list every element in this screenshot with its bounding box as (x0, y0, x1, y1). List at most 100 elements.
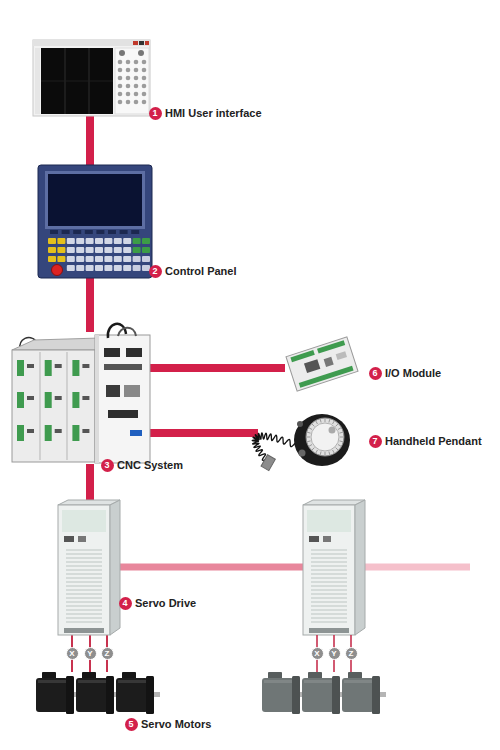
bus-connector (150, 429, 258, 437)
handwheel-ticks (307, 432, 310, 434)
bus-connector (86, 278, 94, 332)
callout-number: 5 (125, 718, 138, 731)
terminal-blocks (82, 364, 89, 368)
handwheel-ticks (309, 445, 312, 447)
servo-motor-art (76, 672, 120, 714)
keypad (48, 238, 56, 244)
cnc-system-art (67, 352, 68, 460)
component-node: HMI User interface (33, 40, 150, 116)
axis-marker: Y (84, 647, 97, 660)
hmi-key-grid (142, 68, 147, 73)
callout-number: 3 (101, 459, 114, 472)
hmi-key-grid (118, 60, 147, 105)
keypad (123, 247, 131, 253)
handwheel-ticks (309, 428, 312, 430)
hmi-key-grid (118, 92, 123, 97)
keypad (86, 265, 94, 271)
keypad (57, 256, 65, 262)
keypad (76, 238, 84, 244)
cnc-system-art (95, 335, 150, 463)
control-panel-art (38, 165, 152, 278)
terminal-blocks (82, 429, 89, 433)
handwheel-ticks (339, 432, 342, 434)
softkey-row (120, 230, 128, 234)
keypad (133, 238, 141, 244)
keypad (104, 238, 112, 244)
hmi-screenshot (133, 41, 138, 45)
callout-number: 2 (149, 265, 162, 278)
hmi-key-grid (118, 100, 123, 105)
servo-motor-art (36, 672, 80, 714)
coiled-cable (252, 433, 298, 462)
hmi-key-grid (142, 100, 147, 105)
hmi-key-grid (126, 84, 131, 89)
io-module-art (304, 359, 320, 373)
hmi-key-grid (126, 60, 131, 65)
terminal-blocks (27, 396, 34, 400)
keypad (86, 247, 94, 253)
terminal-blocks (17, 392, 24, 408)
terminal-blocks (17, 360, 24, 376)
control-panel-art (45, 171, 145, 229)
cnc-system-art (104, 364, 142, 370)
handwheel-ticks (325, 419, 326, 423)
hmi-screenshot (35, 48, 40, 114)
keypad (133, 247, 141, 253)
handwheel-ticks (339, 440, 342, 442)
keypad (114, 247, 122, 253)
softkey-row (50, 230, 139, 234)
pendant-art (297, 421, 303, 427)
hmi-screenshot (115, 48, 149, 114)
control-panel-art (52, 265, 63, 276)
hmi-key-grid (142, 84, 147, 89)
hmi-key-grid (134, 84, 139, 89)
component-node: I/O Module (285, 332, 360, 396)
io-module-art (290, 350, 314, 362)
keypad (76, 256, 84, 262)
keypad (67, 247, 75, 253)
terminal-blocks (27, 429, 34, 433)
cnc-system-art (126, 348, 142, 357)
component-label: Servo Drive (135, 597, 196, 610)
servo-drive-art (303, 500, 365, 635)
keypad (133, 256, 141, 262)
cnc-system-art (12, 324, 150, 463)
axis-marker: Z (101, 647, 114, 660)
component-label: I/O Module (385, 367, 441, 380)
hmi-key-grid (118, 68, 123, 73)
handwheel-ticks (307, 440, 310, 442)
keypad (142, 256, 150, 262)
keypad (95, 256, 103, 262)
bus-line (120, 564, 303, 571)
softkey-row (85, 230, 93, 234)
handwheel-ticks (307, 437, 311, 438)
callout-number: 6 (369, 367, 382, 380)
cnc-system-art (124, 385, 140, 397)
keypad (67, 238, 75, 244)
hmi-screenshot (41, 48, 113, 114)
pendant-art (299, 450, 306, 457)
component-node: Handheld Pendant (258, 405, 360, 471)
hmi-key-grid (118, 76, 123, 81)
handwheel-ticks (336, 424, 338, 426)
handwheel-ticks (312, 448, 314, 450)
pendant-art (252, 414, 350, 471)
bus-connector (150, 364, 285, 372)
hmi-key-grid (134, 68, 139, 73)
axis-marker: X (66, 647, 79, 660)
component-label: CNC System (117, 459, 183, 472)
keypad (95, 265, 103, 271)
cnc-system-art (130, 430, 142, 436)
control-panel-art (38, 165, 152, 278)
cnc-system-art (95, 335, 99, 463)
cnc-system-art (40, 352, 41, 460)
handwheel-ticks (338, 428, 341, 430)
servo-drive-art (58, 500, 120, 635)
cnc-system-art (106, 385, 120, 397)
hmi-screenshot (33, 40, 150, 116)
servo-motor-art (116, 672, 160, 714)
keypad (95, 247, 103, 253)
hmi-screenshot (139, 41, 144, 45)
bus-line (365, 564, 470, 571)
